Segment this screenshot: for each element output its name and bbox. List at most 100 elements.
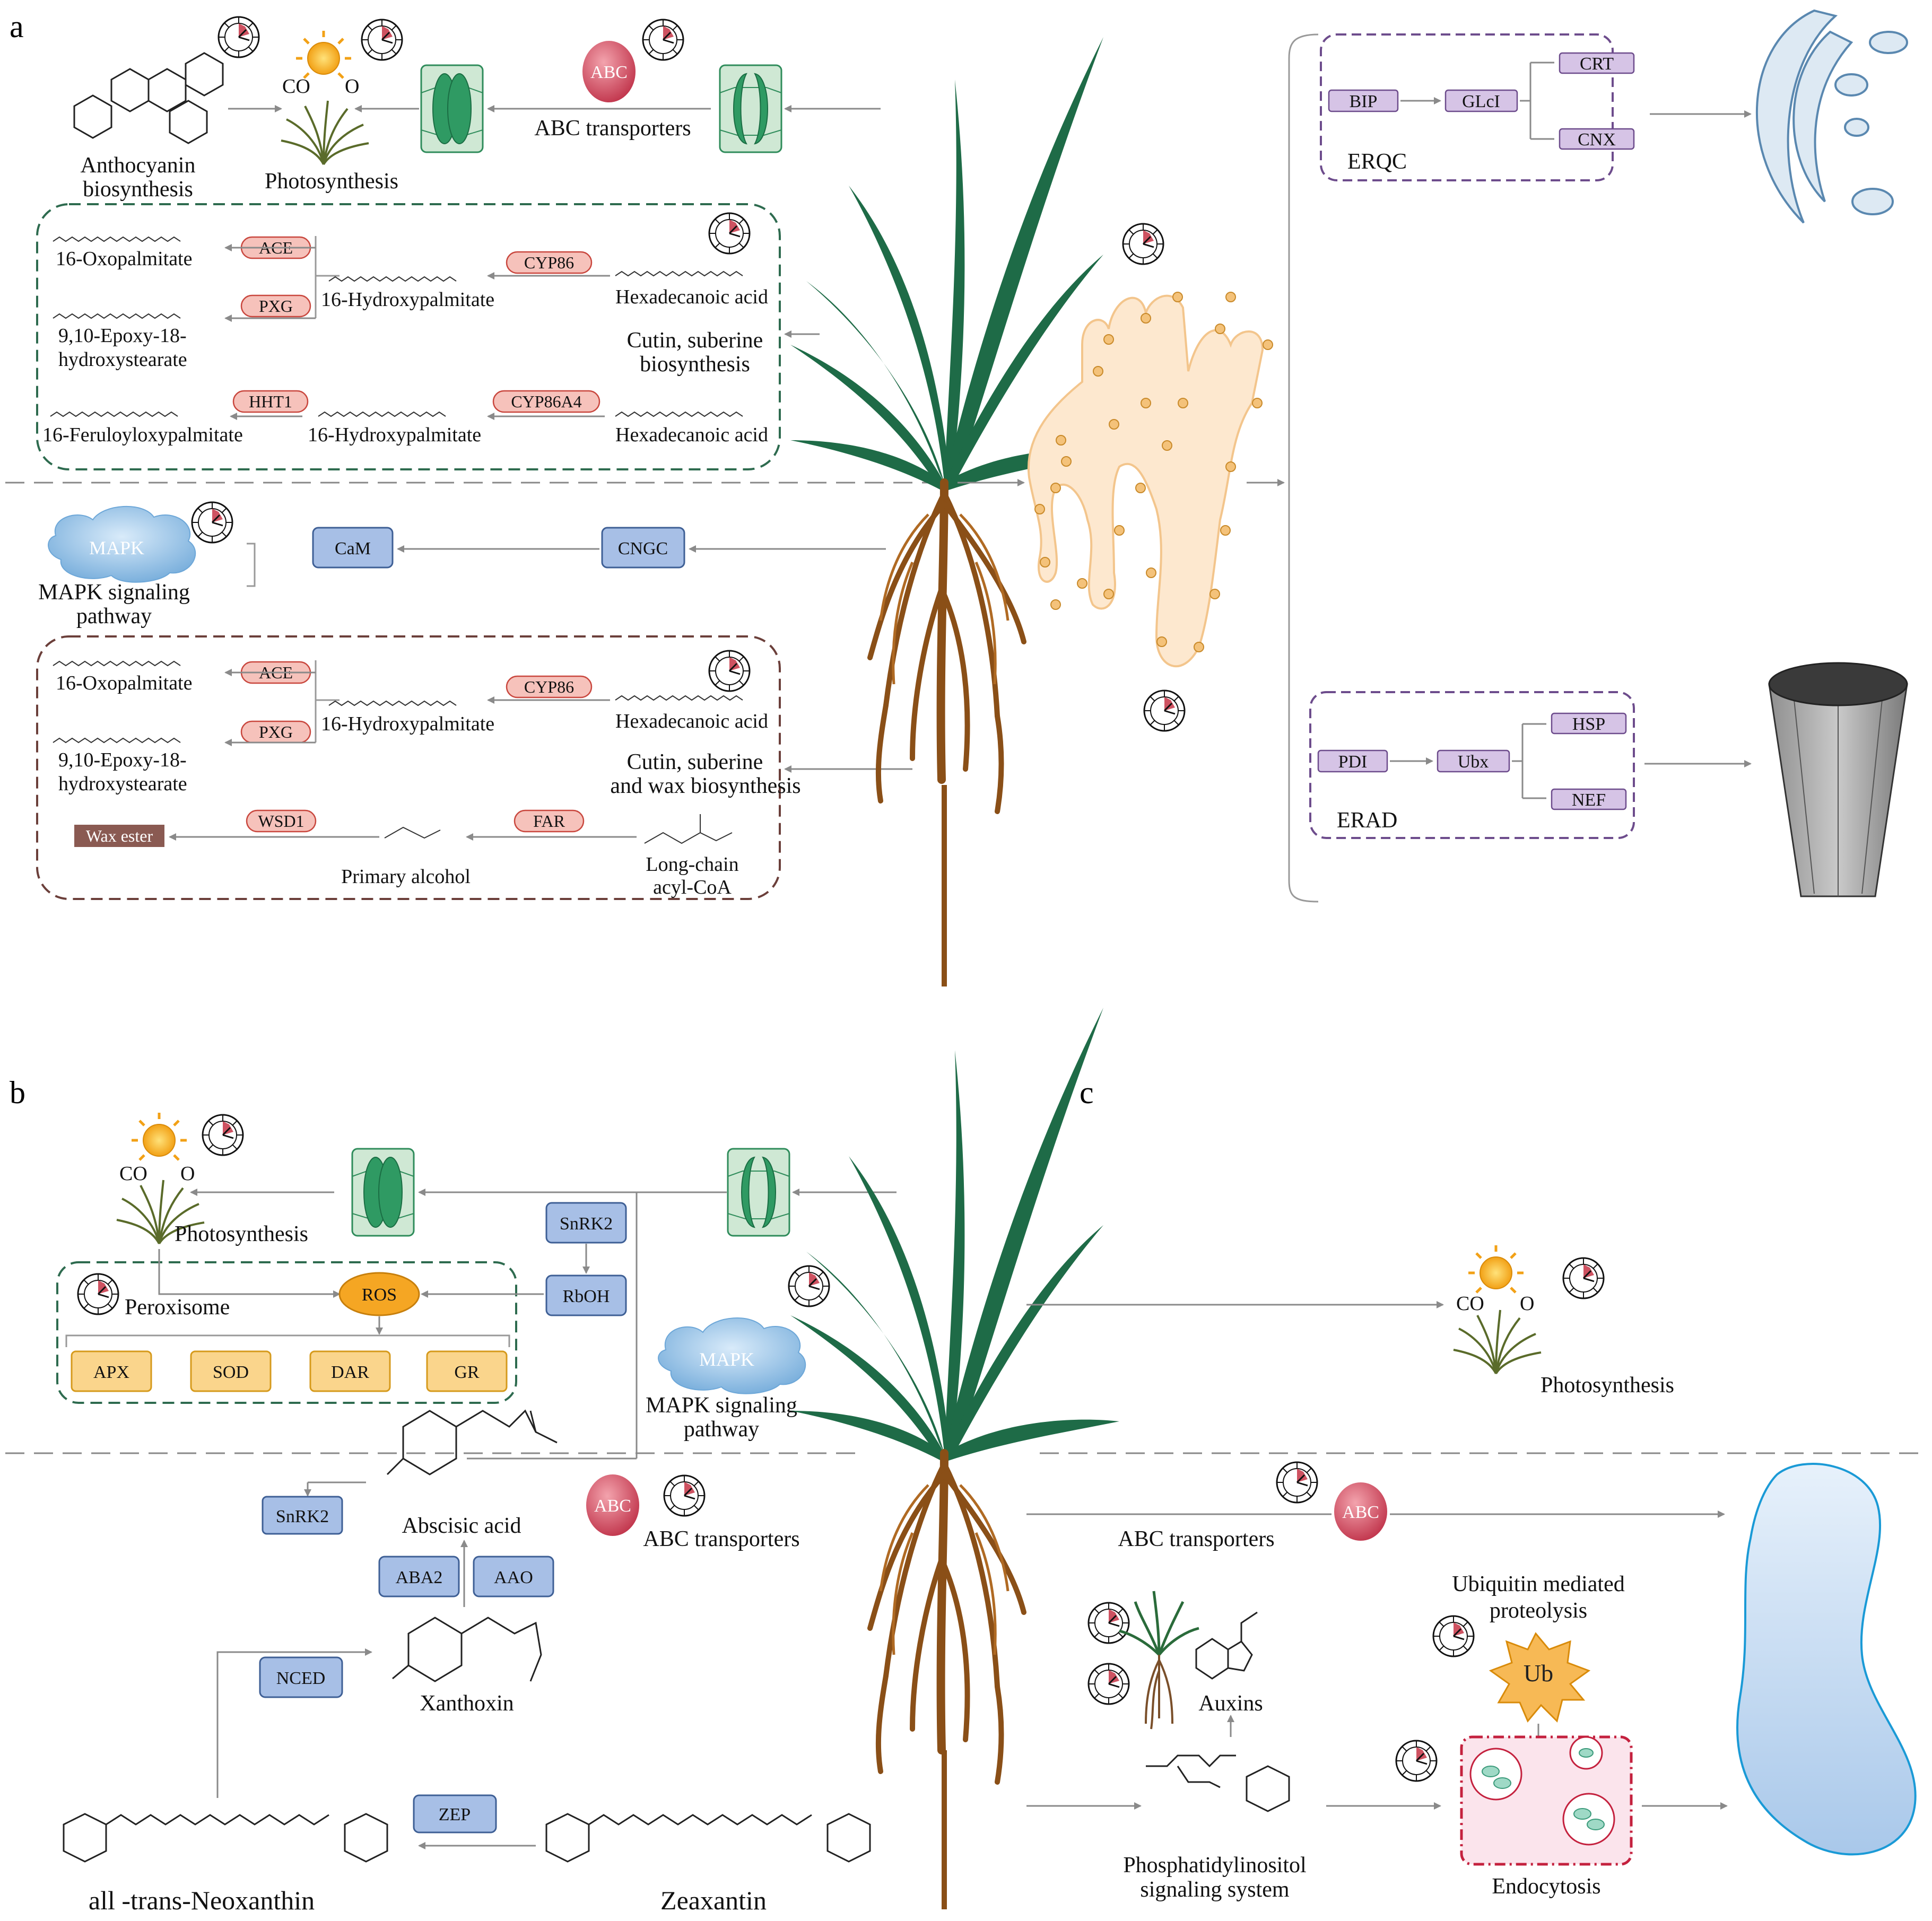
acyl-coa-structure	[644, 814, 733, 844]
wax-ester-label: Wax ester	[86, 826, 153, 845]
pdi-label: PDI	[1338, 752, 1368, 772]
erqc-box	[1320, 33, 1614, 181]
clock-icon	[1276, 1461, 1318, 1504]
clock-icon	[1087, 1602, 1130, 1644]
abc-transporter-icon	[1334, 1482, 1387, 1541]
stoma-open-icon	[727, 1148, 790, 1237]
abscisic-acid-label: Abscisic acid	[402, 1514, 521, 1538]
abc-transporters-label-a: ABC transporters	[534, 116, 691, 141]
panel-label-b: b	[10, 1075, 25, 1110]
fatty-chain	[615, 695, 743, 701]
ubiquitin-label-2: proteolysis	[1490, 1599, 1587, 1623]
arrow	[158, 1249, 341, 1298]
nced-label: NCED	[276, 1669, 326, 1688]
aao-label: AAO	[494, 1568, 533, 1587]
mapk-badge-b: MAPK	[699, 1349, 754, 1370]
bip-label: BIP	[1350, 92, 1378, 111]
neoxanthin-structure	[63, 1813, 388, 1863]
long-chain-1: Long-chain	[646, 853, 738, 876]
cngc-box	[601, 527, 685, 569]
o2-label-b: O	[180, 1163, 195, 1185]
clock-icon	[77, 1273, 119, 1315]
fatty-chain	[53, 661, 181, 666]
hydroxypalmitate-label-b: 16-Hydroxypalmitate	[321, 713, 494, 735]
enzyme-pxg-2-label: PXG	[259, 722, 293, 741]
fatty-chain	[615, 271, 743, 276]
phosphatidylinositol-label-1: Phosphatidylinositol	[1123, 1853, 1306, 1878]
anthocyanin-label-2: biosynthesis	[83, 177, 193, 202]
crt-box	[1559, 52, 1635, 74]
zep-label: ZEP	[439, 1805, 471, 1824]
abc-badge-text: ABC	[590, 63, 628, 82]
apx-label: APX	[93, 1363, 129, 1382]
enzyme-cyp86a4	[492, 390, 601, 413]
cutin-wax-title-2: and wax biosynthesis	[610, 774, 800, 798]
ubx-box	[1437, 749, 1510, 773]
clock-icon	[217, 16, 260, 58]
bracket	[1288, 33, 1319, 903]
mapk-label-a-2: pathway	[76, 604, 152, 628]
nef-box	[1551, 788, 1627, 810]
sod-label: SOD	[213, 1363, 249, 1382]
phosphatidylinositol-structure	[1146, 1754, 1290, 1812]
hsp-label: HSP	[1572, 714, 1605, 734]
clock-icon	[788, 1265, 830, 1307]
glci-box	[1444, 89, 1518, 112]
rboh-box	[545, 1274, 627, 1316]
snrk2-box	[545, 1202, 627, 1244]
wax-ester-box	[74, 825, 164, 847]
enzyme-cyp86a4-label: CYP86A4	[511, 392, 581, 411]
crt-label: CRT	[1580, 54, 1614, 74]
dar-box	[309, 1350, 391, 1392]
cngc-label: CNGC	[618, 539, 668, 558]
mapk-cloud-icon	[48, 505, 196, 583]
anthocyanin-label-1: Anthocyanin	[81, 153, 196, 178]
auxins-label: Auxins	[1198, 1691, 1263, 1716]
clock-icon	[1143, 689, 1186, 732]
stoma-closed-icon	[351, 1148, 415, 1237]
photosynthesis-label-a: Photosynthesis	[265, 169, 398, 194]
stoma-open-icon	[719, 64, 782, 153]
hydroxypalmitate-label-2: 16-Hydroxypalmitate	[308, 424, 481, 446]
clock-icon	[708, 212, 751, 255]
mapk-badge-a: MAPK	[89, 537, 144, 558]
endosome-vesicles	[1469, 1736, 1615, 1846]
plant-leaves	[790, 1008, 1119, 1461]
fatty-chain	[50, 412, 178, 417]
fatty-chain	[53, 738, 181, 743]
grass-icon	[1452, 1309, 1542, 1375]
hydroxypalmitate-label: 16-Hydroxypalmitate	[321, 289, 494, 311]
enzyme-pxg	[240, 294, 311, 318]
snrk2-lower-box	[262, 1496, 343, 1535]
clock-icon	[1087, 1663, 1130, 1705]
cutin-title-2: biosynthesis	[640, 352, 750, 377]
zeaxantin-label: Zeaxantin	[660, 1885, 767, 1915]
aba2-label: ABA2	[396, 1568, 443, 1587]
xanthoxin-structure	[392, 1617, 542, 1682]
enzyme-wsd1-label: WSD1	[258, 811, 304, 831]
stoma-closed-icon	[420, 64, 484, 153]
photosynthesis-label-c: Photosynthesis	[1541, 1373, 1674, 1398]
enzyme-hht1	[232, 390, 309, 413]
co2-label-b: CO	[119, 1163, 147, 1185]
enzyme-far	[514, 809, 585, 833]
clock-icon	[708, 650, 751, 692]
endocytosis-label: Endocytosis	[1492, 1874, 1600, 1899]
cutin-box-bottom	[36, 635, 781, 900]
alcohol-structure	[384, 826, 441, 839]
clock-icon	[361, 19, 403, 61]
anthocyanin-structure	[73, 52, 224, 144]
fatty-chain	[328, 276, 457, 282]
primary-alcohol-label: Primary alcohol	[341, 866, 471, 888]
fatty-chain	[318, 412, 446, 417]
snrk2-lower-label: SnRK2	[276, 1507, 329, 1526]
nef-label: NEF	[1572, 790, 1606, 810]
xanthoxin-label: Xanthoxin	[420, 1691, 514, 1716]
panel-label-c: c	[1080, 1075, 1094, 1110]
abc-badge-c: ABC	[1342, 1503, 1379, 1522]
nced-box	[259, 1656, 343, 1698]
oxopalmitate-label: 16-Oxopalmitate	[56, 248, 192, 270]
enzyme-wsd1	[246, 809, 317, 833]
clock-icon	[1432, 1615, 1475, 1657]
